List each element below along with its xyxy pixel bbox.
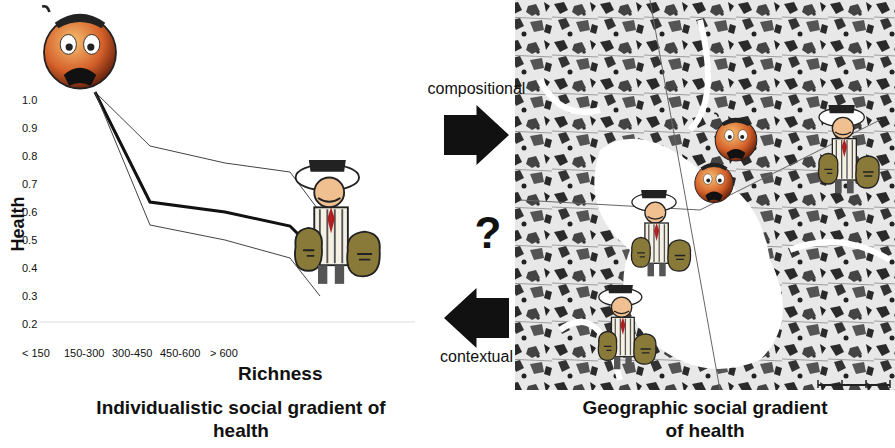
tick-label: 1.0 <box>22 94 37 107</box>
tick-label: 0.3 <box>22 290 37 303</box>
tick-label: 0.9 <box>22 122 37 135</box>
tick-label: < 150 <box>22 347 50 360</box>
tick-label: 300-450 <box>112 347 152 360</box>
arrow-label: compositional <box>428 80 526 98</box>
tick-label: 450-600 <box>160 347 200 360</box>
tick-label: 0.7 <box>22 178 37 191</box>
arrow-label: contextual <box>440 348 513 366</box>
tick-label: 0.4 <box>22 262 37 275</box>
tick-label: 0.8 <box>22 150 37 163</box>
panel-caption: Geographic social gradient of health <box>515 396 895 442</box>
block-arrow <box>444 288 509 348</box>
panel: Individualistic social gradient of healt… <box>0 0 432 446</box>
panel-caption: Individualistic social gradient of healt… <box>50 396 432 442</box>
panel: Geographic social gradient of health <box>515 0 895 446</box>
tick-label: 0.2 <box>22 318 37 331</box>
axis-title: Richness <box>238 363 322 385</box>
tick-label: 150-300 <box>64 347 104 360</box>
axis-title: ? <box>475 208 502 259</box>
tick-label: > 600 <box>210 347 238 360</box>
axis-title: Health <box>8 196 29 251</box>
block-arrow <box>444 105 509 165</box>
